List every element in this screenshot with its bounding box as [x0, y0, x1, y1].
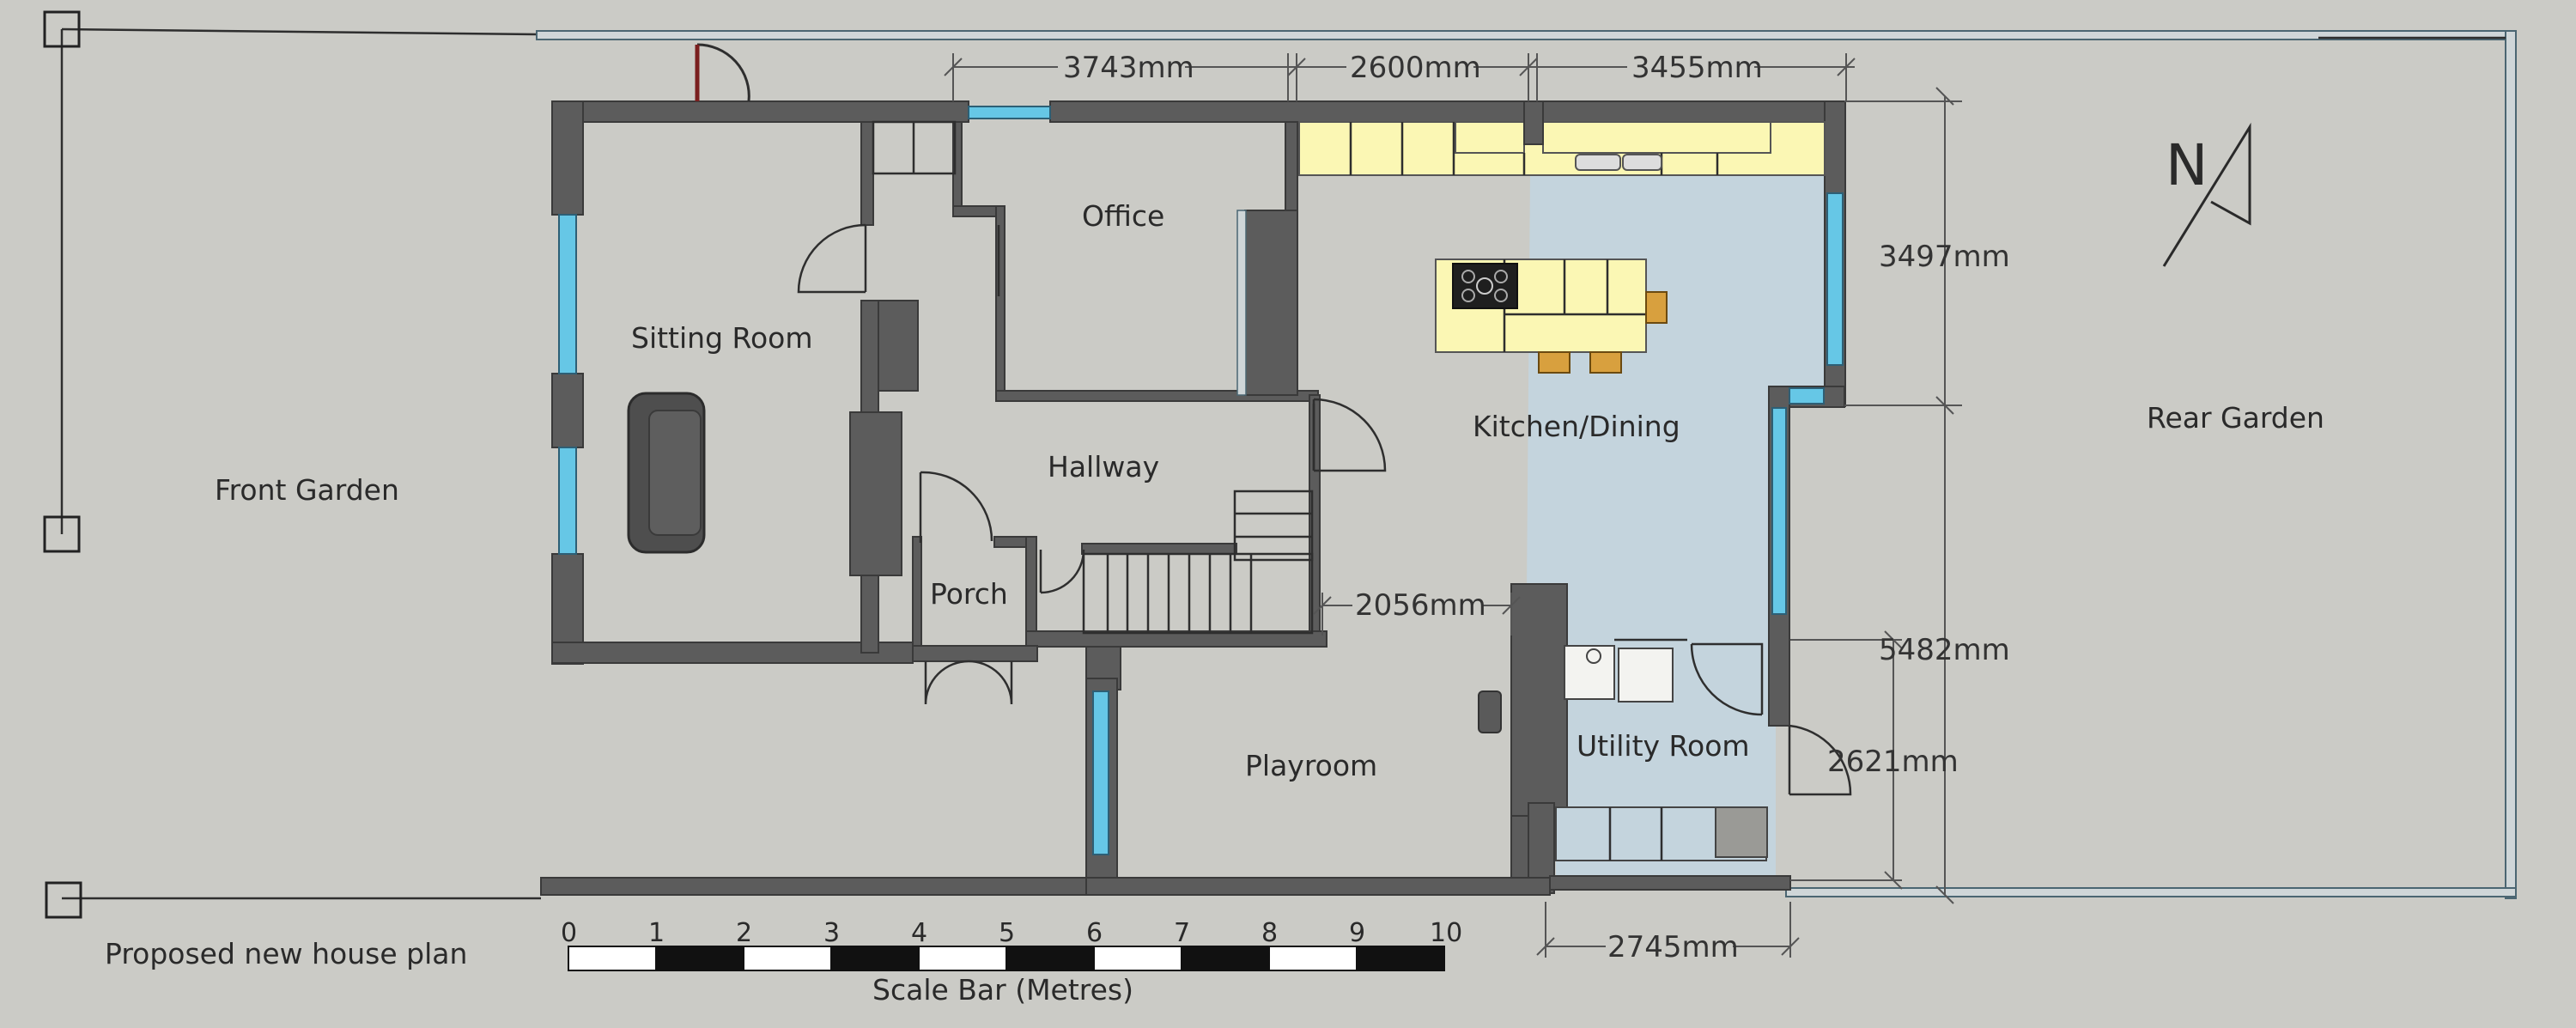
staircase	[1082, 490, 1314, 635]
scale-bar-tick-label: 9	[1349, 918, 1365, 948]
scale-bar-segment	[830, 946, 920, 971]
scale-bar-segment	[568, 946, 657, 971]
cabinet-top-sitting	[872, 120, 957, 175]
scale-bar-tick-label: 5	[999, 918, 1015, 948]
scale-bar-tick-label: 0	[561, 918, 577, 948]
window-kitchen-lower	[1771, 407, 1787, 615]
washer-icon	[1586, 648, 1601, 664]
north-label: N	[2166, 132, 2208, 198]
door-stair-cupboard	[1039, 549, 1085, 594]
scale-bar-tick-label: 7	[1174, 918, 1190, 948]
dimension-2600: 2600mm	[1350, 51, 1481, 85]
window-sitting-left-upper	[558, 214, 577, 374]
door-porch	[919, 471, 993, 543]
doors	[695, 43, 1852, 796]
scale-bar-segment	[1005, 946, 1095, 971]
window-playroom-left	[1092, 690, 1109, 855]
scale-bar-segment	[743, 946, 832, 971]
room-label-porch: Porch	[930, 577, 1008, 611]
door-utility	[1690, 642, 1764, 716]
scale-bar-segment	[1181, 946, 1270, 971]
door-front-garden-gate	[696, 43, 750, 102]
dimension-3455: 3455mm	[1631, 51, 1763, 85]
windows	[558, 106, 1844, 855]
utility-units	[1478, 638, 1768, 861]
room-label-hallway: Hallway	[1048, 450, 1159, 484]
dimension-5482: 5482mm	[1879, 633, 2010, 667]
scale-bar-tick-label: 1	[648, 918, 665, 948]
corner-post-top	[43, 10, 81, 48]
door-kitchen	[1312, 398, 1387, 472]
scale-bar-caption: Scale Bar (Metres)	[872, 973, 1133, 1007]
scale-bar: 0 1 2 3 4 5 6 7 8 9 10	[561, 918, 1462, 971]
scale-bar-tick-label: 2	[736, 918, 752, 948]
dimension-2621: 2621mm	[1827, 745, 1959, 779]
scale-bar-tick-label: 6	[1086, 918, 1103, 948]
dimension-2056: 2056mm	[1355, 588, 1486, 623]
room-label-office: Office	[1082, 199, 1164, 233]
door-utility-rear	[1788, 724, 1852, 796]
window-sitting-left-lower	[558, 447, 577, 555]
corner-post-mid	[43, 515, 81, 553]
scale-bar-segment	[1093, 946, 1182, 971]
room-label-utility-room: Utility Room	[1577, 729, 1750, 763]
room-label-rear-garden: Rear Garden	[2147, 401, 2324, 435]
scale-bar-segment	[1268, 946, 1358, 971]
scale-bar-segment	[918, 946, 1007, 971]
walls	[540, 100, 1846, 896]
hob-icon	[1452, 263, 1518, 309]
sink-icon	[1575, 154, 1621, 171]
room-label-playroom: Playroom	[1245, 749, 1377, 782]
window-office-top	[968, 106, 1051, 119]
bar-stool-icon	[1538, 291, 1668, 374]
door-porch-front-left	[924, 660, 969, 705]
site-boundary	[43, 10, 2517, 919]
scale-bar-segment	[1356, 946, 1445, 971]
sofa-icon	[627, 392, 706, 554]
room-label-sitting-room: Sitting Room	[631, 321, 813, 355]
window-kitchen-corner	[1789, 387, 1825, 405]
scale-bar-tick-label: 10	[1430, 918, 1462, 948]
scale-bar-tick-label: 8	[1261, 918, 1278, 948]
window-kitchen-right	[1826, 192, 1844, 366]
north-arrow-icon: N	[2162, 122, 2251, 267]
room-label-kitchen-dining: Kitchen/Dining	[1473, 410, 1680, 443]
dimension-3497: 3497mm	[1879, 240, 2010, 274]
kitchen-units	[1298, 100, 1826, 176]
room-label-front-garden: Front Garden	[215, 473, 399, 507]
kitchen-island	[1435, 259, 1668, 374]
corner-post-bottom	[45, 881, 82, 919]
scale-bar-tick-label: 3	[823, 918, 840, 948]
boiler-icon	[1715, 806, 1768, 858]
dimension-lines	[944, 53, 1962, 958]
door-sitting-room	[797, 223, 867, 294]
plan-title: Proposed new house plan	[105, 937, 467, 970]
door-porch-front-right	[968, 660, 1013, 705]
scale-bar-segment	[655, 946, 744, 971]
scale-bar-tick-label: 4	[911, 918, 927, 948]
dimension-3743: 3743mm	[1063, 51, 1194, 85]
dimension-2745: 2745mm	[1607, 930, 1739, 964]
